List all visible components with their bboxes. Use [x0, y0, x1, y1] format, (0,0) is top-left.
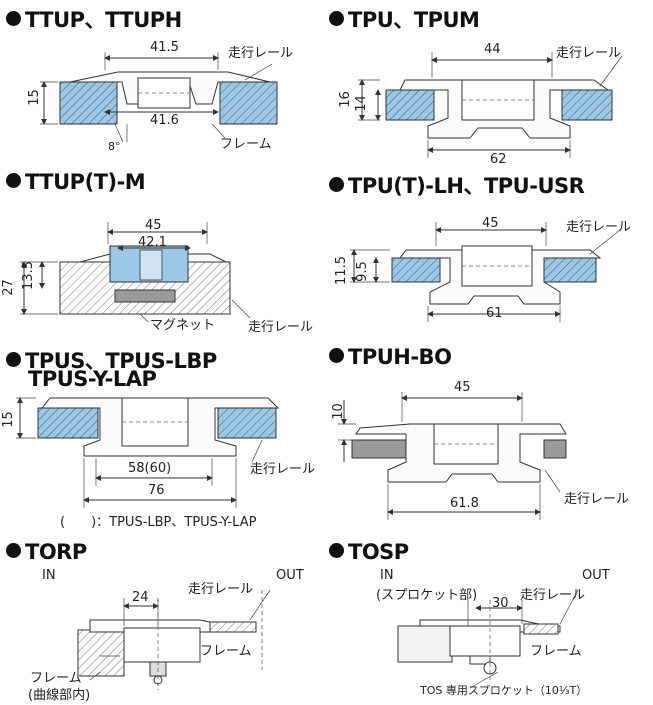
ttupm-dim-inner: 42.1	[138, 235, 167, 250]
ttupm-label-magnet: マグネット	[150, 318, 216, 333]
rail-left	[391, 257, 441, 283]
diagram-ttup	[40, 52, 278, 143]
torp-label-out: OUT	[276, 568, 304, 583]
diagram-ttupm	[20, 222, 251, 323]
rail-left	[385, 89, 435, 121]
torp-label-in: IN	[42, 568, 56, 583]
bullet-icon	[329, 11, 344, 26]
ttupm-dim-top: 45	[145, 218, 162, 233]
tpu-dim-h1: 16	[337, 91, 353, 108]
rail	[523, 623, 559, 635]
rail-right	[217, 407, 277, 439]
rail-left	[37, 407, 99, 439]
title-tpu: TPU、TPUM	[329, 4, 480, 34]
ttup-dim-bottom: 41.6	[150, 113, 179, 128]
rail-right	[219, 81, 278, 125]
title-tpus-line2: TPUS-Y-LAP	[28, 367, 157, 391]
tpus-dim-bottom: 76	[148, 483, 165, 498]
bullet-icon	[329, 348, 344, 363]
tpu-label-rail: 走行レール	[556, 46, 622, 61]
magnet	[114, 289, 176, 303]
bullet-icon	[6, 173, 21, 188]
tosp-label-out: OUT	[582, 568, 610, 583]
bullet-icon	[6, 11, 21, 26]
tosp-label-sprocket: TOS 専用スプロケット（10⅓T）	[420, 684, 588, 697]
diagram-tosp	[397, 589, 579, 689]
bullet-icon	[6, 543, 21, 558]
rail-left	[59, 81, 118, 125]
ttupm-dim-h1: 27	[0, 279, 16, 296]
diagram-torp	[77, 589, 271, 690]
tpu-dim-bottom: 62	[490, 152, 507, 167]
tpult-dim-h1: 11.5	[333, 256, 349, 285]
tpu-dim-h2: 14	[353, 95, 369, 112]
tosp-label-in: IN	[380, 568, 394, 583]
diagram-tpu	[358, 52, 623, 158]
title-torp: TORP	[6, 540, 87, 564]
tpult-dim-bottom: 61	[486, 306, 503, 321]
tpult-dim-top: 45	[482, 216, 499, 231]
bullet-icon	[6, 352, 21, 367]
tosp-label-in-sub: (スプロケット部)	[376, 588, 478, 603]
title-tpuhbo: TPUH-BO	[329, 345, 452, 369]
ttup-label-rail: 走行レール	[228, 46, 294, 61]
tosp-dim: 30	[492, 596, 509, 611]
tpu-dim-top: 44	[484, 42, 501, 57]
torp-label-frame: フレーム	[200, 644, 252, 659]
tpus-dim-height: 15	[0, 411, 16, 428]
bullet-icon	[329, 543, 344, 558]
tpus-note: ( )：TPUS-LBP、TPUS-Y-LAP	[60, 515, 257, 530]
rail-right	[543, 439, 567, 459]
torp-label-rail: 走行レール	[188, 582, 254, 597]
sprocket-area	[397, 625, 453, 663]
frame-curve	[77, 629, 125, 677]
title-tosp: TOSP	[329, 540, 409, 564]
tosp-label-rail: 走行レール	[520, 588, 586, 603]
title-tpus: TPUS、TPUS-LBP	[6, 345, 217, 375]
rail-right	[539, 257, 597, 283]
tpus-dim-mid: 58(60)	[128, 461, 172, 476]
tpuhbo-label-rail: 走行レール	[564, 492, 630, 507]
ttup-label-frame: フレーム	[220, 137, 272, 152]
tpult-dim-h2: 9.5	[354, 261, 370, 282]
tpult-label-rail: 走行レール	[566, 220, 632, 235]
rail-left	[351, 439, 409, 459]
ttup-dim-height: 15	[26, 89, 42, 106]
tpuhbo-dim-bottom: 61.8	[450, 496, 479, 511]
ttupm-label-rail: 走行レール	[248, 320, 314, 335]
ttup-dim-top: 41.5	[150, 40, 179, 55]
title-ttup: TTUP、TTUPH	[6, 4, 182, 34]
tpuhbo-dim-h: 10	[330, 403, 346, 420]
torp-dim: 24	[132, 590, 149, 605]
rail-right	[561, 89, 613, 121]
ttupm-dim-h2: 13.5	[20, 261, 36, 290]
title-tpult: TPU(T)-LH、TPU-USR	[329, 170, 585, 200]
diagram-tpus	[16, 397, 280, 508]
diagram-tpuhbo	[338, 392, 567, 520]
chain-body	[69, 71, 271, 105]
ttup-dim-angle: 8°	[108, 140, 121, 153]
torp-label-curve: (曲線部内)	[28, 688, 91, 703]
diagram-tpult	[350, 222, 621, 322]
tpuhbo-dim-top: 45	[454, 380, 471, 395]
tpus-label-rail: 走行レール	[250, 462, 316, 477]
torp-label-frame-note: フレーム	[30, 671, 82, 686]
rail	[209, 621, 257, 633]
bullet-icon	[329, 177, 344, 192]
tosp-label-frame: フレーム	[530, 644, 582, 659]
title-ttupm: TTUP(T)-M	[6, 170, 146, 194]
